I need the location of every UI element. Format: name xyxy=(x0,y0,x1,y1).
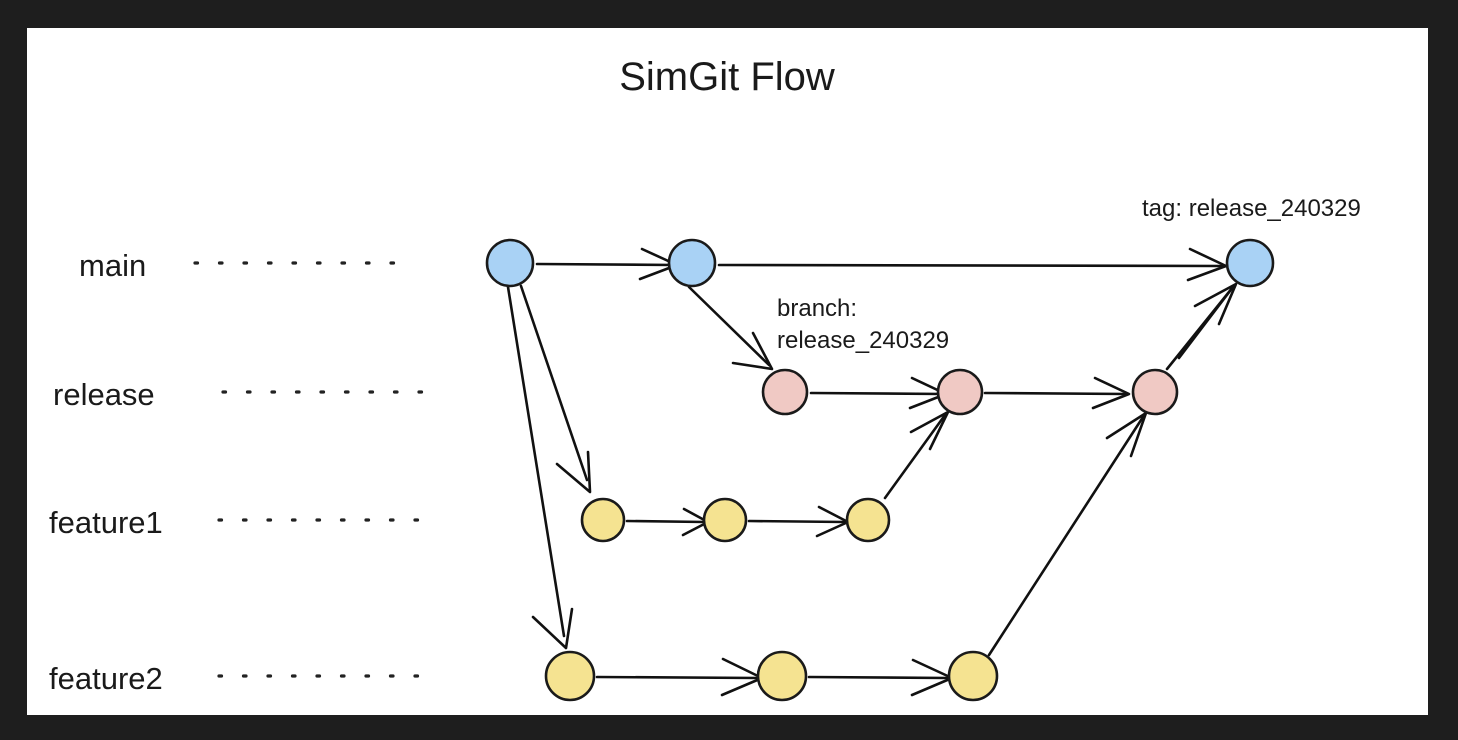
commit-node-release-2[interactable] xyxy=(936,368,984,416)
edge-feature2b-feature2c xyxy=(807,658,954,697)
edge-main1-feature1 xyxy=(519,284,592,494)
commit-node-release-1[interactable] xyxy=(761,368,809,416)
edge-feature1b-feature1c xyxy=(747,505,850,538)
edge-main2-release1 xyxy=(687,285,774,371)
commit-node-main-1[interactable] xyxy=(485,238,535,288)
edge-release1-release2 xyxy=(809,376,948,410)
tag-annotation: tag: release_240329 xyxy=(1142,195,1361,222)
lane-label-release: release xyxy=(53,377,155,412)
edge-release3-main3 xyxy=(1165,282,1238,371)
lane-guidelines xyxy=(193,261,429,678)
lane-label-feature2: feature2 xyxy=(49,661,163,696)
page-title: SimGit Flow xyxy=(619,55,835,99)
edge-release2-release3 xyxy=(983,376,1131,410)
commit-node-feature2-3[interactable] xyxy=(947,650,999,702)
commit-node-feature2-1[interactable] xyxy=(544,650,596,702)
diagram-canvas: SimGit Flow main release feature1 featur… xyxy=(27,28,1428,715)
edge-feature1-release2 xyxy=(883,410,950,500)
branch-annotation-line1: branch: xyxy=(777,295,857,322)
commit-node-main-3[interactable] xyxy=(1225,238,1275,288)
lane-labels: main release feature1 feature2 xyxy=(49,248,163,696)
edge-main1-main2 xyxy=(535,247,679,281)
commit-node-main-2[interactable] xyxy=(667,238,717,288)
edge-feature1a-feature1b xyxy=(625,507,710,537)
annotations-layer: branch: release_240329 tag: release_2403… xyxy=(777,195,1361,354)
commit-node-feature1-3[interactable] xyxy=(845,497,891,543)
commit-node-feature1-2[interactable] xyxy=(702,497,748,543)
edges-layer xyxy=(506,247,1238,697)
nodes-layer xyxy=(485,238,1275,702)
lane-label-feature1: feature1 xyxy=(49,505,163,540)
commit-node-feature2-2[interactable] xyxy=(756,650,808,702)
commit-node-feature1-1[interactable] xyxy=(580,497,626,543)
edge-feature2-release3 xyxy=(987,411,1148,657)
edge-main2-main3 xyxy=(717,247,1228,282)
lane-label-main: main xyxy=(79,248,146,283)
commit-node-release-3[interactable] xyxy=(1131,368,1179,416)
edge-main1-feature2 xyxy=(506,285,574,650)
branch-annotation-line2: release_240329 xyxy=(777,327,949,354)
edge-feature2a-feature2b xyxy=(595,657,764,697)
